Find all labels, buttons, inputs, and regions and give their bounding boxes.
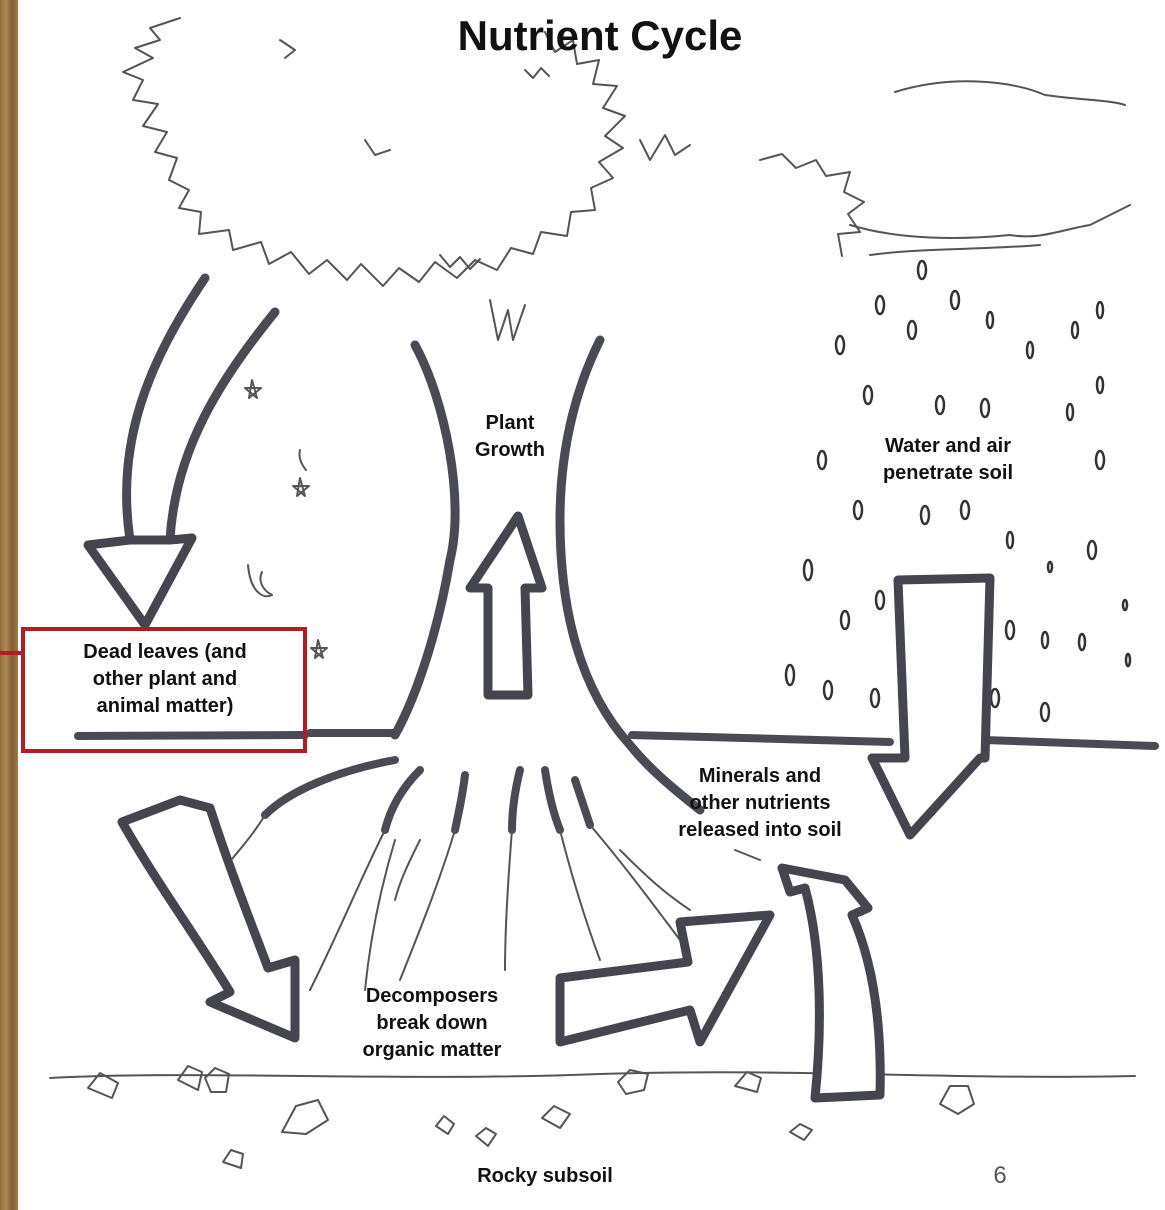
tree-canopy: [123, 18, 864, 340]
label-rocky-subsoil: Rocky subsoil: [440, 1163, 650, 1190]
dead-leaves-highlight-box: [21, 627, 307, 753]
diagram-title: Nutrient Cycle: [400, 12, 800, 60]
clouds: [850, 81, 1130, 255]
label-plant-growth: Plant Growth: [456, 410, 564, 464]
slide-page-number: 6: [985, 1162, 1015, 1190]
label-decomposers: Decomposers break down organic matter: [322, 983, 542, 1064]
highlight-connector-line: [0, 651, 22, 655]
label-minerals: Minerals and other nutrients released in…: [640, 763, 880, 844]
falling-leaves: [245, 380, 327, 658]
label-water-air: Water and air penetrate soil: [850, 433, 1046, 487]
